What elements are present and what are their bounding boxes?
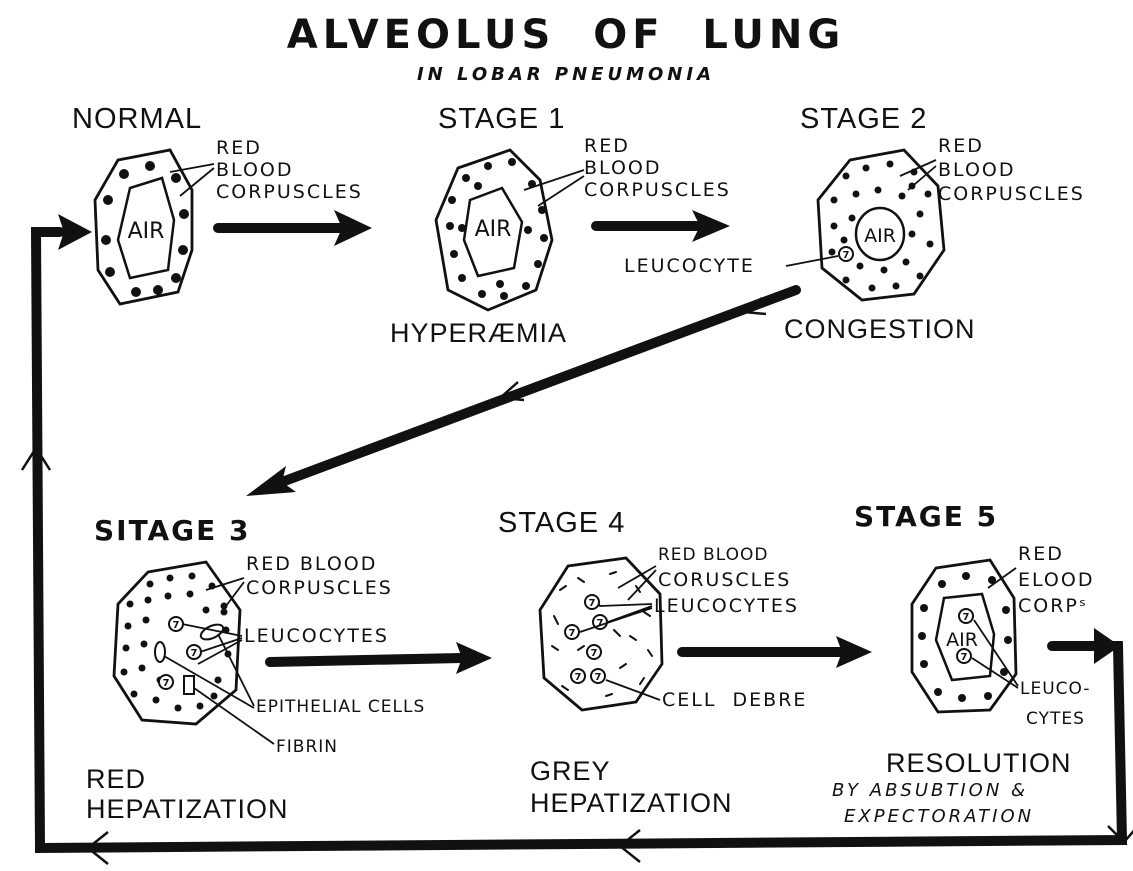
stage3-heading: SITAGE 3 (94, 514, 251, 547)
normal-air-label: AIR (128, 219, 165, 244)
diagram-subtitle: IN LOBAR PNEUMONIA (417, 64, 715, 85)
stage5-heading: STAGE 5 (854, 500, 998, 533)
svg-text:7: 7 (589, 598, 596, 609)
normal-alveolus: NORMAL AIR RED BLOOD CORPUSCLES (72, 103, 363, 304)
normal-rbc-label-1: RED (216, 137, 262, 159)
stage5-name-sub-1: BY ABSUBTION & (832, 780, 1028, 801)
arrow-normal-to-stage1 (218, 210, 372, 246)
stage2-rbc-label-2: BLOOD (938, 159, 1015, 181)
stage3-rbc-label-1: RED BLOOD (246, 553, 377, 575)
svg-text:7: 7 (597, 618, 604, 629)
svg-text:7: 7 (591, 648, 598, 659)
stage5-rbc-label-2: ELOOD (1018, 569, 1094, 591)
stage4-name-2: HEPATIZATION (530, 788, 733, 818)
diagram-title: ALVEOLUS OF LUNG (287, 12, 845, 58)
stage4-rbc-label-2: CORUSCLES (658, 569, 791, 591)
stage4-heading: STAGE 4 (498, 507, 625, 539)
stage2-rbc-label-1: RED (938, 135, 984, 157)
normal-rbc-label-3: CORPUSCLES (216, 181, 363, 203)
svg-text:7: 7 (173, 620, 180, 631)
stage4-rbc-label-1: RED BLOOD (658, 545, 768, 565)
svg-text:7: 7 (595, 672, 602, 683)
stage2-leucocyte-label: LEUCOCYTE (624, 255, 755, 277)
stage2-leucocyte: 7 (839, 247, 853, 261)
stage5-name-sub-2: EXPECTORATION (844, 806, 1034, 827)
stage2-heading: STAGE 2 (800, 103, 927, 135)
svg-text:7: 7 (569, 628, 576, 639)
stage4-alveolus: STAGE 4 7 7 7 7 7 7 RED BLOOD CORUSCLES … (498, 507, 807, 818)
stage1-rbc-label-2: BLOOD (584, 157, 661, 179)
stage3-name-1: RED (86, 764, 146, 794)
normal-rbc-label-2: BLOOD (216, 159, 293, 181)
svg-text:7: 7 (961, 652, 968, 663)
svg-text:7: 7 (963, 612, 970, 623)
stage4-debris-label: CELL DEBRE (662, 689, 807, 711)
stage3-epithelial-label: EPITHELIAL CELLS (256, 697, 425, 717)
stage1-rbc-label-3: CORPUSCLES (584, 179, 731, 201)
stage5-name: RESOLUTION (886, 748, 1072, 778)
stage5-rbc-label-3: CORPˢ (1018, 595, 1088, 617)
svg-text:7: 7 (163, 678, 170, 689)
stage5-leucocytes-label-1: LEUCO- (1020, 679, 1091, 699)
stage1-rbc-label-1: RED (584, 135, 630, 157)
stage5-air-label: AIR (946, 629, 978, 651)
stage3-name-2: HEPATIZATION (86, 794, 289, 824)
stage2-name: CONGESTION (784, 314, 976, 344)
stage5-leucocytes-label-2: CYTES (1026, 709, 1085, 729)
svg-text:7: 7 (575, 672, 582, 683)
stage2-rbc-label-3: CORPUSCLES (938, 183, 1085, 205)
stage1-name: HYPERÆMIA (390, 318, 567, 348)
normal-heading: NORMAL (72, 103, 202, 135)
svg-text:7: 7 (191, 648, 198, 659)
stage3-alveolus: SITAGE 3 7 7 7 RED BLOOD CORPUSCLES LEUC… (86, 514, 425, 824)
stage3-leucocytes-label: LEUCOCYTES (244, 625, 389, 647)
stage1-heading: STAGE 1 (438, 103, 565, 135)
stage5-alveolus: STAGE 5 AIR 7 7 RED ELOOD CORPˢ LEUCO- C… (832, 500, 1094, 827)
stage4-name-1: GREY (530, 756, 611, 786)
arrow-stage4-to-stage5 (682, 636, 872, 668)
stage5-rbc-label-1: RED (1018, 543, 1064, 565)
arrow-stage1-to-stage2 (596, 210, 730, 242)
stage3-rbc-label-2: CORPUSCLES (246, 577, 393, 599)
stage1-air-label: AIR (475, 217, 512, 242)
stage2-air-label: AIR (864, 225, 896, 247)
stage3-fibrin-label: FIBRIN (276, 737, 338, 757)
stage4-leucocytes-label: LEUCOCYTES (654, 595, 799, 617)
svg-text:7: 7 (843, 250, 850, 261)
